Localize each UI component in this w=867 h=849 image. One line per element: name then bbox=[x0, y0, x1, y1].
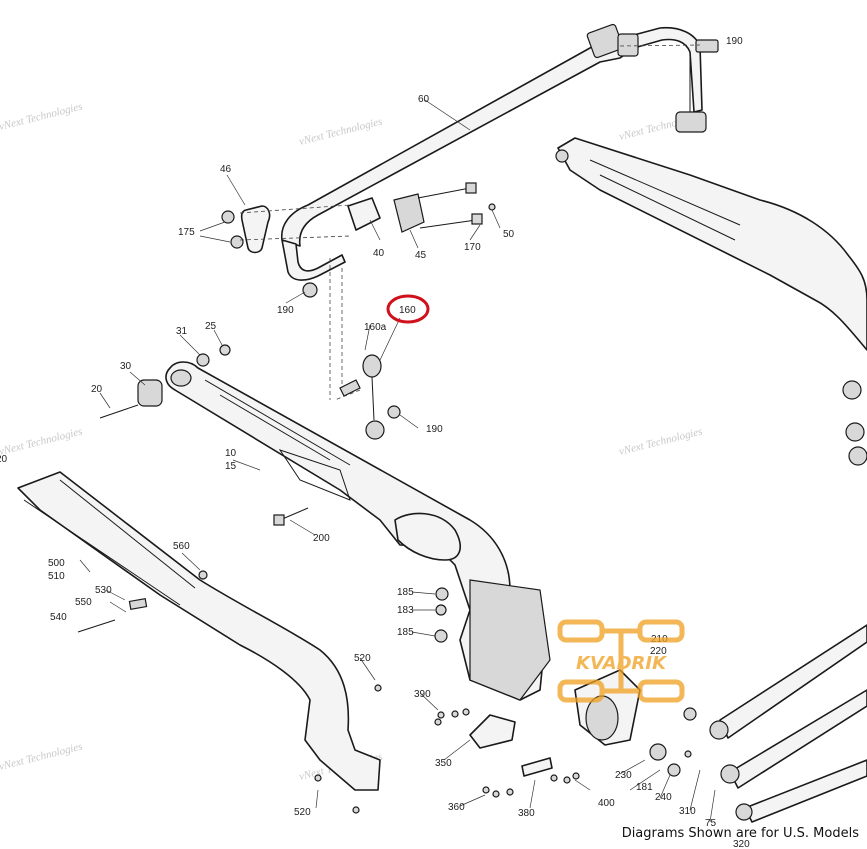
callout-label: 520 bbox=[354, 653, 371, 664]
callout-labels: 60 46 175 40 45 170 50 190 160a 31 25 30… bbox=[0, 36, 750, 849]
callout-label: 310 bbox=[679, 806, 696, 817]
callout-label: 75 bbox=[705, 818, 717, 829]
link-plate bbox=[221, 205, 318, 298]
lower-links-right bbox=[709, 624, 867, 823]
end-link-160 bbox=[339, 354, 401, 440]
trailing-arm bbox=[99, 344, 551, 701]
callout-label: 160a bbox=[364, 322, 387, 333]
callout-label: 200 bbox=[313, 533, 330, 544]
callout-label: 400 bbox=[598, 798, 615, 809]
callout-label: 10 bbox=[225, 448, 237, 459]
callout-label: 220 bbox=[650, 646, 667, 657]
callout-label: 181 bbox=[636, 782, 653, 793]
callout-label: 380 bbox=[518, 808, 535, 819]
upper-arm-right bbox=[555, 137, 867, 466]
watermark: vNext Technologies bbox=[0, 741, 84, 773]
callout-label: 31 bbox=[176, 326, 188, 337]
footer-note: Diagrams Shown are for U.S. Models bbox=[621, 826, 859, 841]
callout-label: 50 bbox=[503, 229, 515, 240]
callout-label: 30 bbox=[120, 361, 132, 372]
callout-label: 500 bbox=[48, 558, 65, 569]
callout-label: 190 bbox=[277, 305, 294, 316]
callout-label: 185 bbox=[397, 587, 414, 598]
callout-label: 510 bbox=[48, 571, 65, 582]
callout-label: 540 bbox=[50, 612, 67, 623]
watermark: vNext Technologies bbox=[298, 116, 384, 148]
callout-label: 560 bbox=[173, 541, 190, 552]
kvadrik-logo: KVADRIK bbox=[557, 619, 685, 703]
mount-brackets bbox=[434, 587, 580, 798]
highlighted-callout-label: 160 bbox=[399, 305, 416, 316]
callout-label: 190 bbox=[426, 424, 443, 435]
callout-label: 320 bbox=[733, 839, 750, 849]
callout-label: 40 bbox=[373, 248, 385, 259]
kvadrik-logo-text: KVADRIK bbox=[576, 653, 668, 674]
callout-label: 520 bbox=[294, 807, 311, 818]
callout-label: 46 bbox=[220, 164, 232, 175]
callout-label: 185 bbox=[397, 627, 414, 638]
callout-label: 20 bbox=[91, 384, 103, 395]
callout-label: 230 bbox=[615, 770, 632, 781]
callout-label: 350 bbox=[435, 758, 452, 769]
sway-bar bbox=[281, 23, 719, 281]
callout-label: 190 bbox=[726, 36, 743, 47]
callout-label: 20 bbox=[0, 454, 8, 465]
callout-label: 550 bbox=[75, 597, 92, 608]
knuckle bbox=[574, 669, 697, 777]
watermark: vNext Technologies bbox=[0, 101, 84, 133]
assembly-lines bbox=[239, 44, 701, 401]
highlight-ring bbox=[386, 294, 430, 324]
callout-label: 240 bbox=[655, 792, 672, 803]
watermark: vNext Technologies bbox=[0, 426, 84, 458]
callout-label: 15 bbox=[225, 461, 237, 472]
callout-label: 170 bbox=[464, 242, 481, 253]
callout-label: 175 bbox=[178, 227, 195, 238]
callout-label: 360 bbox=[448, 802, 465, 813]
callout-label: 390 bbox=[414, 689, 431, 700]
callout-label: 25 bbox=[205, 321, 217, 332]
watermark: vNext Technologies bbox=[618, 426, 704, 458]
callout-label: 530 bbox=[95, 585, 112, 596]
sway-bar-bushings bbox=[347, 182, 496, 233]
leader-lines bbox=[79, 99, 716, 823]
lower-frame-member bbox=[17, 471, 382, 814]
highlighted-callout: 160 bbox=[386, 294, 430, 324]
callout-label: 60 bbox=[418, 94, 430, 105]
callout-label: 45 bbox=[415, 250, 427, 261]
callout-label: 183 bbox=[397, 605, 414, 616]
